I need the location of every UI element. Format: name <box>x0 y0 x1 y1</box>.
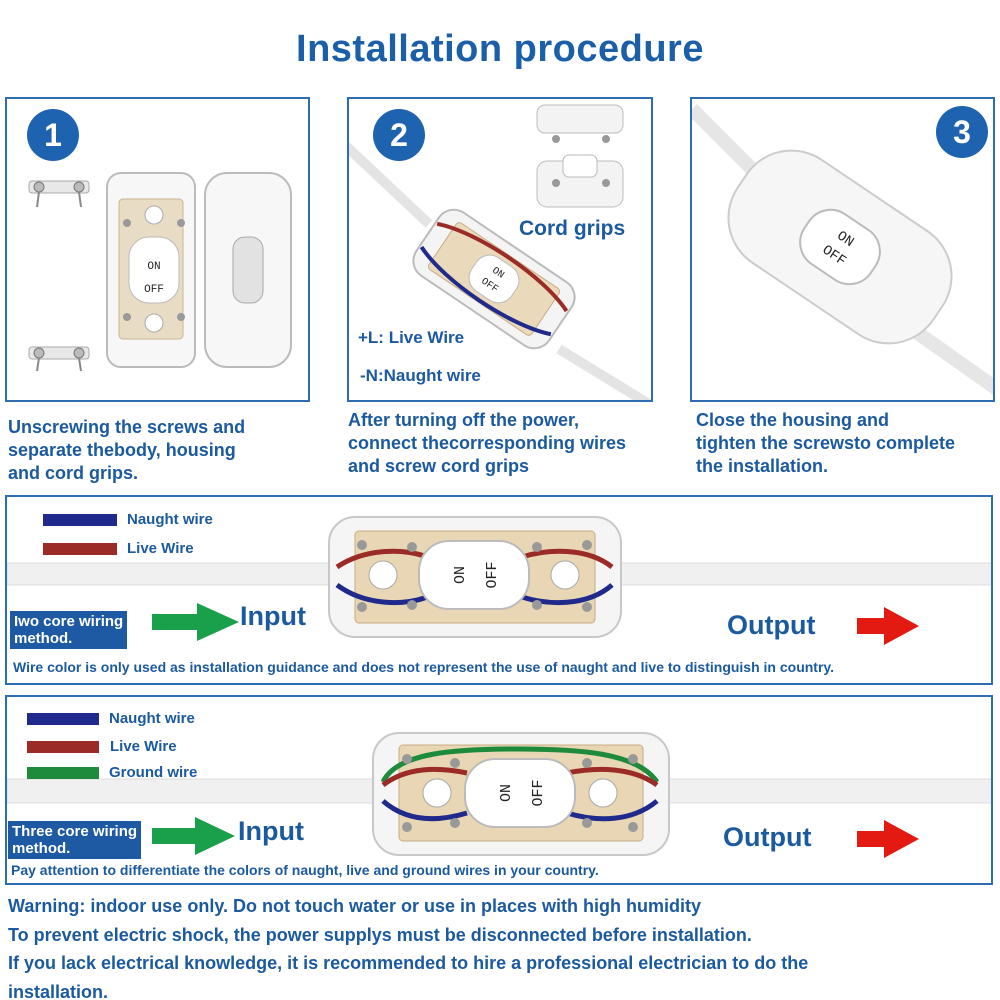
closed-switch-illustration: ON OFF <box>692 104 993 395</box>
switch-on-label: ON <box>834 228 857 251</box>
output-label: Output <box>723 822 812 852</box>
step-2-caption: After turning off the power, connect the… <box>348 410 627 476</box>
step-1-panel: 1 ON OFF <box>5 97 310 402</box>
two-core-wiring-panel: ON OFF Naught wire Live Wire Iwo core wi… <box>5 495 993 685</box>
step-3-panel: 3 ON OFF <box>690 97 995 402</box>
step-2-panel: 2 ON OFF Cord grips +L: Live Wire -N:Nau… <box>347 97 653 402</box>
switch-housing-icon <box>204 172 292 368</box>
legend-live-label: Live Wire <box>110 738 177 755</box>
legend-live-label: Live Wire <box>127 540 194 557</box>
output-arrow-icon <box>857 820 919 858</box>
switch-on-label: ON <box>452 566 469 584</box>
warning-text: Warning: indoor use only. Do not touch w… <box>8 896 809 1000</box>
three-core-switch-illustration: ON OFF <box>7 732 991 858</box>
page-title: Installation procedure <box>296 28 704 70</box>
input-label: Input <box>240 601 306 631</box>
wired-switch-illustration: ON OFF <box>349 104 651 400</box>
output-arrow-icon <box>857 607 919 645</box>
cord-grips-icon <box>536 104 624 208</box>
legend-live-swatch <box>43 543 117 555</box>
step-1-caption: Unscrewing the screws and separate thebo… <box>8 417 246 483</box>
three-core-note: Pay attention to differentiate the color… <box>11 862 599 878</box>
disassembled-switch-illustration: ON OFF <box>28 172 292 372</box>
step-2-badge: 2 <box>373 109 425 161</box>
step-3-badge: 3 <box>936 106 988 158</box>
cord-grip-icon <box>28 346 90 372</box>
legend-naught-swatch <box>43 514 117 526</box>
input-arrow-icon <box>152 603 239 641</box>
three-core-wiring-panel: ON OFF Naught wire Live Wire Ground wire… <box>5 695 993 885</box>
cord-grip-icon <box>28 180 90 208</box>
switch-body-icon <box>106 172 196 368</box>
closed-housing-icon <box>727 149 953 345</box>
live-wire-label: +L: Live Wire <box>358 328 465 347</box>
legend-live-swatch <box>27 741 99 753</box>
naught-wire-label: -N:Naught wire <box>360 366 481 385</box>
two-core-switch-illustration: ON OFF <box>7 516 991 645</box>
legend-naught-label: Naught wire <box>127 511 213 528</box>
switch-off-label: OFF <box>484 561 501 588</box>
switch-off-label: OFF <box>144 284 164 296</box>
step-3-caption: Close the housing and tighten the screws… <box>696 410 956 476</box>
legend-ground-label: Ground wire <box>109 764 198 781</box>
three-core-method-label: Three core wiring method. <box>8 821 142 859</box>
two-core-note: Wire color is only used as installation … <box>13 659 835 675</box>
legend-naught-swatch <box>27 713 99 725</box>
input-arrow-icon <box>152 817 235 855</box>
output-label: Output <box>727 610 816 640</box>
input-label: Input <box>238 816 304 846</box>
switch-on-label: ON <box>147 261 160 273</box>
legend-naught-label: Naught wire <box>109 710 195 727</box>
step-1-badge: 1 <box>27 109 79 161</box>
cord-grips-label: Cord grips <box>519 217 626 240</box>
switch-on-label: ON <box>498 784 515 802</box>
switch-body-icon <box>412 208 576 350</box>
legend-ground-swatch <box>27 767 99 779</box>
two-core-method-label: Iwo core wiring method. <box>10 611 128 649</box>
switch-off-label: OFF <box>530 779 547 806</box>
